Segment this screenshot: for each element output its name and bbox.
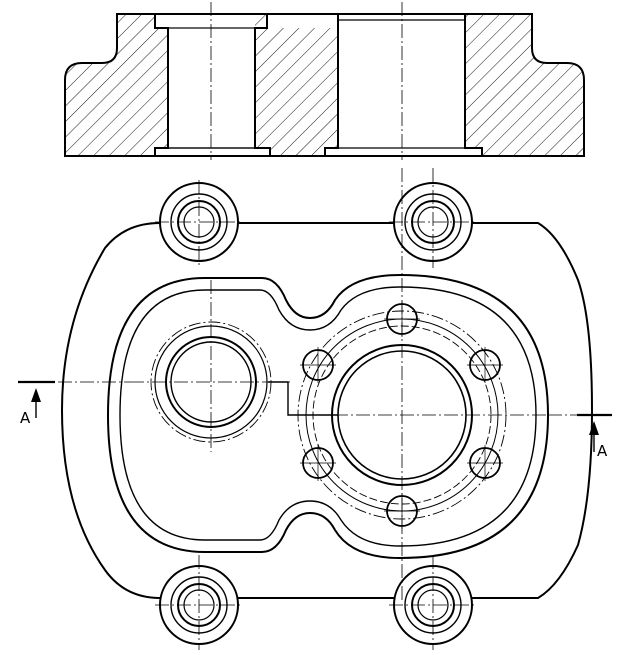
- section-cut-step: [268, 381, 338, 416]
- left-bore-inner: [167, 27, 256, 149]
- gear-cavity-inner: [119, 286, 537, 547]
- section-centerlines: [210, 2, 403, 160]
- section-label-left: A: [20, 409, 31, 427]
- gear-cavity-outer: [106, 273, 550, 560]
- plan-view: [18, 168, 612, 650]
- section-view: [64, 2, 585, 160]
- corner-bosses: [159, 182, 473, 645]
- section-marker-right: [577, 413, 612, 452]
- section-outline: [64, 13, 585, 157]
- left-bore-section: [154, 14, 271, 156]
- section-outer-profile: [64, 13, 585, 157]
- body-outline: [60, 222, 594, 599]
- right-bore-section: [324, 14, 483, 156]
- section-marker-left: [18, 380, 55, 418]
- section-label-right: A: [597, 442, 608, 460]
- plan-centerlines: [58, 168, 590, 650]
- section-hatching: [65, 14, 584, 156]
